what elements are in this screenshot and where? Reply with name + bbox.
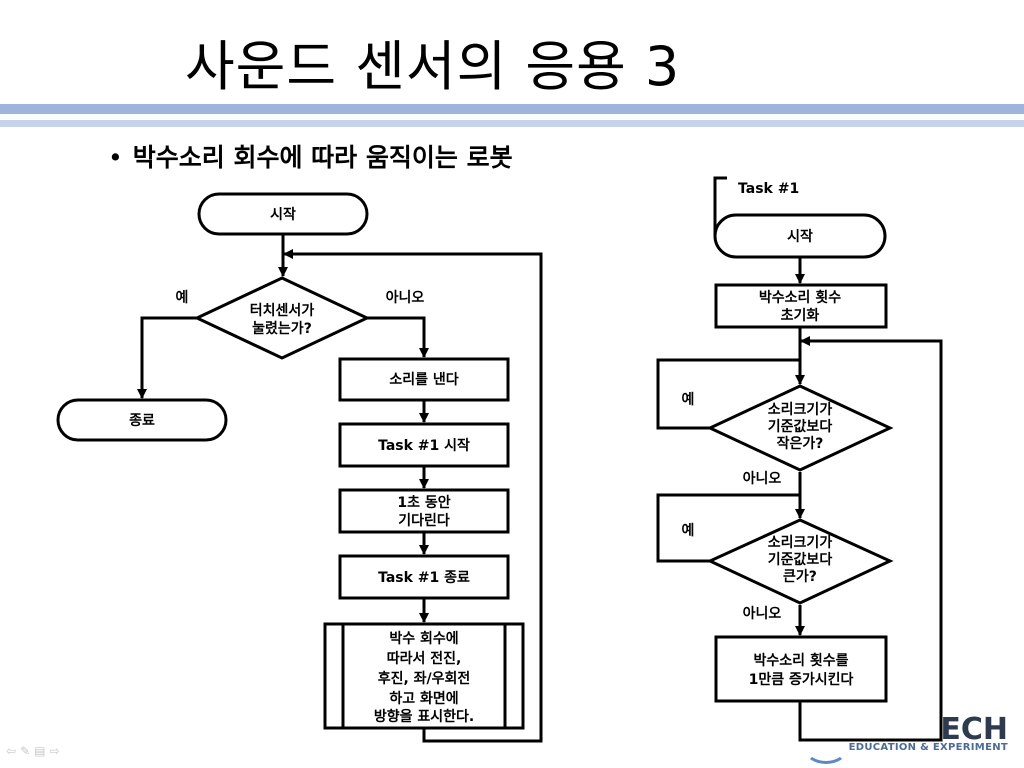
wait-process [338,488,510,534]
loud-decision-line2: 기준값보다 [768,552,833,568]
init-line1: 박수소리 횟수 [759,289,841,306]
company-logo: ECH EDUCATION & EXPERIMENT [805,712,1020,764]
no-label: 아니오 [386,289,425,306]
logo-text: ECH [940,712,1008,747]
loud-decision [706,518,894,605]
menu-icon[interactable]: ▤ [34,744,50,758]
yes-label: 예 [176,290,189,306]
right-arrow-icon[interactable]: ⇨ [49,744,64,758]
sound-process [338,357,510,402]
no-label-2: 아니오 [743,605,782,622]
init-line2: 초기화 [781,308,820,324]
init-process [714,283,888,329]
touch-decision [193,276,371,360]
header-bar-bottom [0,120,1024,127]
yes-label-1: 예 [682,392,695,408]
header-bar-top [0,104,1024,114]
move-predefined-process [323,622,525,730]
task-start-terminator-label: 시작 [787,228,813,245]
move-line2: 따라서 전진, [387,650,462,667]
yes-label-2: 예 [682,523,695,539]
task-end-label: Task #1 종료 [378,570,470,586]
pen-icon[interactable]: ✎ [20,744,35,758]
touch-decision-line1: 터치센서가 [250,303,315,319]
task-start-terminator [713,213,887,259]
left-arrow-icon[interactable]: ⇦ [6,744,21,758]
end-terminator [56,398,228,442]
task-end-process [338,554,510,600]
quiet-decision-line3: 작은가? [777,435,824,452]
bullet-text: 박수소리 회수에 따라 움직이는 로봇 [132,143,513,172]
loud-decision-line3: 큰가? [783,569,817,585]
logo-swoosh-icon [805,736,847,764]
sound-process-label: 소리를 낸다 [389,372,458,388]
start-terminator [197,192,369,236]
move-line5: 방향을 표시한다. [374,708,474,725]
task-start-label: Task #1 시작 [378,437,470,454]
slide-nav: ⇦✎▤⇨ [6,744,64,758]
no-label-1: 아니오 [743,470,782,487]
increment-line1: 박수소리 횟수를 [753,652,848,669]
touch-decision-line2: 눌렸는가? [252,321,312,337]
slide-title: 사운드 센서의 응용 3 [185,35,681,98]
move-line1: 박수 회수에 [389,630,458,647]
bullet-item: •박수소리 회수에 따라 움직이는 로봇 [108,143,513,172]
logo-tagline: EDUCATION & EXPERIMENT [848,742,1008,753]
loud-decision-line1: 소리크기가 [768,535,833,551]
quiet-decision-line2: 기준값보다 [768,419,833,435]
quiet-decision-line1: 소리크기가 [768,402,833,418]
increment-line2: 1만큼 증가시킨다 [749,671,854,688]
wait-line1: 1초 동안 [397,494,450,511]
task-start-process [338,422,510,468]
move-line4: 하고 화면에 [389,690,458,707]
start-label: 시작 [270,206,296,223]
task-label: Task #1 [738,181,799,197]
increment-process [714,635,888,703]
end-label: 종료 [129,413,155,429]
move-line3: 후진, 좌/우회전 [378,670,471,687]
wait-line2: 기다린다 [398,512,450,529]
quiet-decision [706,384,894,472]
